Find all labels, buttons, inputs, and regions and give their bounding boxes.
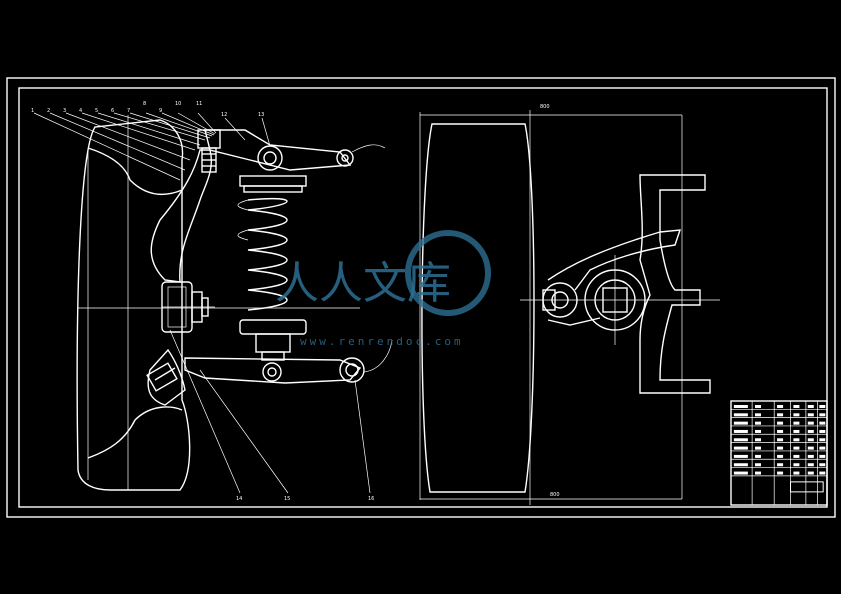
title-block-cell-mark bbox=[819, 405, 826, 408]
knuckle-bracket bbox=[639, 174, 711, 394]
title-block-cell-mark bbox=[777, 405, 784, 408]
title-block-cell-mark bbox=[733, 413, 748, 417]
title-block-cell-mark bbox=[777, 421, 784, 425]
title-block-cell-mark bbox=[733, 438, 748, 442]
title-block-cell-mark bbox=[793, 413, 800, 417]
title-block-cell-mark bbox=[733, 421, 748, 425]
title-block-cell-mark bbox=[777, 446, 784, 450]
title-block-cell-mark bbox=[733, 405, 748, 408]
lower-ball-joint bbox=[146, 362, 178, 392]
title-block-cell-mark bbox=[793, 471, 800, 475]
callout-8: 8 bbox=[143, 101, 146, 107]
callout-11: 11 bbox=[196, 101, 202, 107]
title-block-cell-mark bbox=[777, 413, 784, 417]
coil-spring bbox=[237, 175, 307, 361]
title-block-cell-mark bbox=[793, 446, 800, 450]
title-block-cell-mark bbox=[793, 463, 800, 467]
callout-labels: 1 2 3 4 5 6 7 8 9 10 11 12 13 14 15 16 bbox=[31, 101, 374, 502]
title-block-cell-mark bbox=[807, 421, 814, 425]
callout-13: 13 bbox=[258, 112, 264, 118]
title-block-cell-mark bbox=[819, 454, 826, 458]
title-block-cell-mark bbox=[807, 446, 814, 450]
title-block-cell-mark bbox=[777, 438, 784, 442]
watermark: 人人文库 www.renrendoc.com bbox=[275, 230, 491, 348]
callout-2: 2 bbox=[47, 108, 50, 114]
title-block-cell-mark bbox=[755, 463, 761, 467]
title-block-cell-mark bbox=[807, 429, 814, 433]
title-block-cell-mark bbox=[777, 429, 784, 433]
inner-border bbox=[18, 87, 828, 508]
title-block-cell-mark bbox=[807, 405, 814, 408]
title-block-cell-mark bbox=[733, 446, 748, 450]
callout-9: 9 bbox=[159, 108, 162, 114]
watermark-text: 人人文库 bbox=[275, 258, 451, 309]
title-block-cell-mark bbox=[793, 429, 800, 433]
callout-16: 16 bbox=[368, 496, 374, 502]
title-block-cell-mark bbox=[733, 471, 748, 475]
title-block-cell-mark bbox=[793, 454, 800, 458]
title-block-cell-mark bbox=[755, 421, 761, 425]
title-block-cell-mark bbox=[819, 438, 826, 442]
title-block-cell-mark bbox=[819, 463, 826, 467]
title-block-cell-mark bbox=[807, 454, 814, 458]
title-block-cell-mark bbox=[733, 429, 748, 433]
title-block-cell-mark bbox=[793, 438, 800, 442]
outer-border bbox=[6, 77, 836, 518]
title-block-cell-mark bbox=[777, 471, 784, 475]
title-block-cell-mark bbox=[755, 446, 761, 450]
steering-knuckle bbox=[150, 149, 212, 283]
callout-14: 14 bbox=[236, 496, 242, 502]
watermark-logo-ring bbox=[405, 230, 491, 316]
title-block-cell-mark bbox=[793, 405, 800, 408]
callout-3: 3 bbox=[63, 108, 66, 114]
callout-6: 6 bbox=[111, 108, 114, 114]
callout-7: 7 bbox=[127, 108, 130, 114]
title-block-cell-mark bbox=[819, 413, 826, 417]
callout-5: 5 bbox=[95, 108, 98, 114]
title-block-cell-mark bbox=[733, 463, 748, 467]
callout-15: 15 bbox=[284, 496, 290, 502]
tire-outline bbox=[76, 119, 191, 491]
title-block-cell-mark bbox=[819, 429, 826, 433]
title-block-name-cell bbox=[790, 481, 824, 493]
title-block-cell-mark bbox=[777, 454, 784, 458]
title-block-cell-mark bbox=[777, 463, 784, 467]
dimension-bottom: 800 bbox=[550, 492, 560, 498]
callout-4: 4 bbox=[79, 108, 82, 114]
title-block-cell-mark bbox=[755, 454, 761, 458]
title-block-cell-mark bbox=[733, 454, 748, 458]
title-block-cell-mark bbox=[819, 471, 826, 475]
title-block-cell-mark bbox=[793, 421, 800, 425]
title-block-cell-mark bbox=[755, 429, 761, 433]
callout-12: 12 bbox=[221, 112, 227, 118]
front-view bbox=[33, 112, 393, 494]
leader-lines bbox=[33, 112, 371, 494]
title-block-cell-mark bbox=[819, 446, 826, 450]
upper-control-arm bbox=[204, 129, 352, 171]
title-block-cell-mark bbox=[807, 413, 814, 417]
title-block-cell-mark bbox=[807, 471, 814, 475]
tire-side-outline bbox=[421, 123, 535, 493]
title-block-cell-mark bbox=[755, 438, 761, 442]
title-block-cell-mark bbox=[755, 471, 761, 475]
title-block bbox=[730, 400, 828, 506]
watermark-url: www.renrendoc.com bbox=[300, 335, 464, 348]
side-view: 800 800 bbox=[419, 104, 720, 505]
callout-10: 10 bbox=[175, 101, 181, 107]
title-block-cell-mark bbox=[755, 413, 761, 417]
title-block-cell-mark bbox=[819, 421, 826, 425]
title-block-cell-mark bbox=[755, 405, 761, 408]
callout-1: 1 bbox=[31, 108, 34, 114]
dimension-top: 800 bbox=[540, 104, 550, 110]
damper-body bbox=[255, 333, 291, 353]
title-block-cell-mark bbox=[807, 463, 814, 467]
lower-control-arm bbox=[184, 357, 362, 384]
title-block-cell-mark bbox=[807, 438, 814, 442]
side-control-arm bbox=[547, 229, 682, 291]
